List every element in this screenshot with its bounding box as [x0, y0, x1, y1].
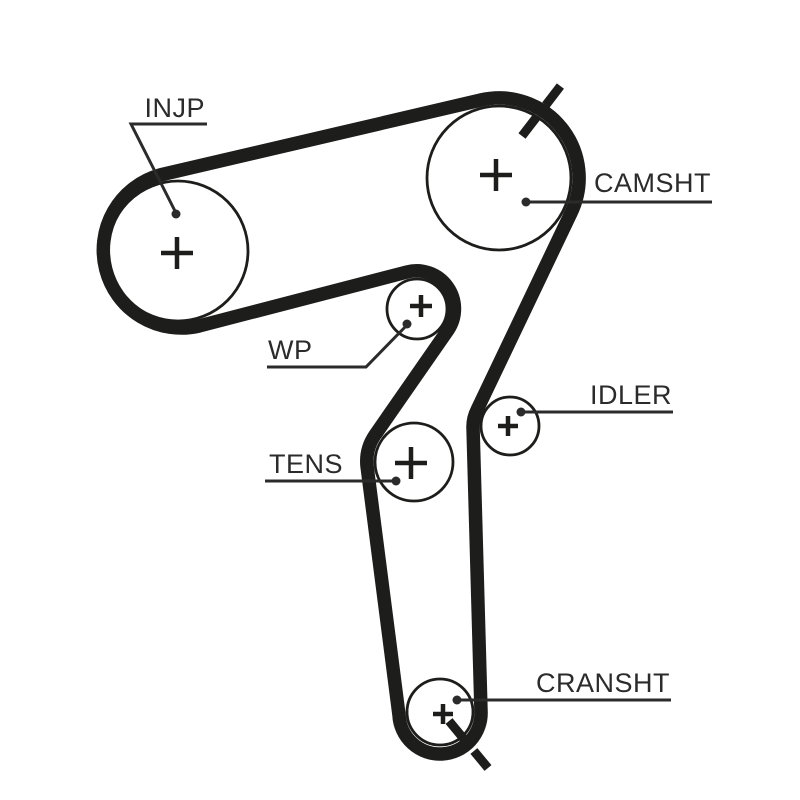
wp-leader-line	[267, 322, 410, 369]
idler-label: IDLER	[590, 380, 672, 410]
camsht-timing-mark	[518, 81, 566, 139]
camsht-center-mark	[480, 159, 512, 191]
cransht-center-mark	[433, 704, 453, 724]
wp-leader-dot	[402, 319, 412, 329]
tens-leader-dot	[391, 476, 401, 486]
cransht-timing-mark	[445, 718, 492, 771]
idler-center-mark	[498, 416, 518, 436]
idler-leader-dot	[516, 407, 526, 417]
camsht-leader-dot	[521, 197, 531, 207]
cransht-leader-dot	[452, 695, 462, 705]
wp-center-mark	[410, 295, 432, 317]
injp-leader-line	[128, 122, 207, 214]
injp-leader-dot	[171, 209, 181, 219]
idler-pulley-circle	[479, 395, 541, 457]
wp-label: WP	[268, 335, 313, 365]
tens-pulley-circle	[373, 421, 455, 503]
wp-pulley-circle	[385, 277, 449, 341]
injp-center-mark	[161, 237, 193, 269]
timing-belt	[96, 91, 586, 761]
cransht-label: CRANSHT	[536, 668, 670, 698]
camsht-label: CAMSHT	[594, 168, 711, 198]
injp-label: INJP	[144, 93, 205, 123]
tens-label: TENS	[269, 449, 343, 479]
tens-center-mark	[395, 447, 427, 479]
cransht-pulley-circle	[405, 677, 475, 747]
camsht-pulley-circle	[425, 104, 573, 252]
